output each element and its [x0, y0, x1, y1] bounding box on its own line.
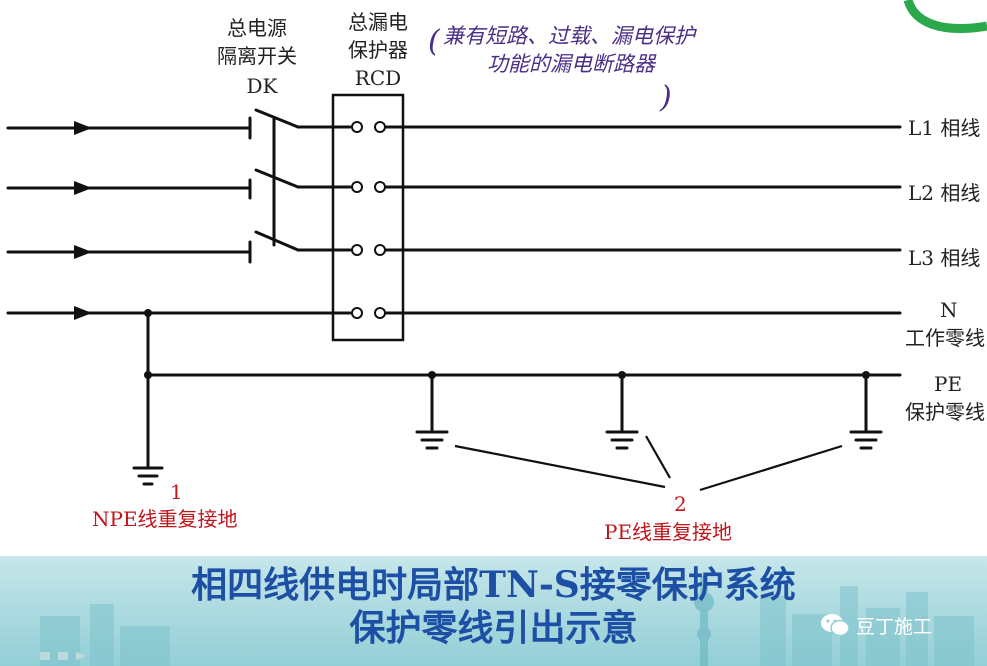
npe-ground-label: NPE线重复接地	[92, 507, 238, 531]
label-n-desc: 工作零线	[905, 326, 985, 350]
junction-pe-3	[862, 371, 870, 379]
label-pe-desc: 保护零线	[905, 400, 985, 424]
npe-number: 1	[170, 480, 183, 504]
menu-icon	[58, 652, 68, 660]
rcd-contact-l3-out	[374, 244, 386, 256]
rcd-box	[331, 93, 405, 342]
banner-title-line2: 保护零线引出示意	[349, 607, 638, 649]
leader-pe-3	[699, 444, 843, 492]
ground-symbol-pe-1	[415, 430, 449, 450]
slide-toolbar[interactable]	[0, 646, 100, 666]
dk-label-line1: 总电源	[227, 16, 287, 40]
wechat-icon	[821, 614, 850, 637]
note-line1: 兼有短路、过载、漏电保护	[443, 24, 695, 48]
skyline-background	[40, 576, 974, 666]
leader-pe-2	[645, 435, 671, 479]
junction-pe-1	[428, 371, 436, 379]
note-open-paren: (	[428, 24, 440, 59]
brand-watermark: 豆丁施工	[820, 610, 932, 640]
junction-npe-n	[144, 309, 152, 317]
rcd-contact-n-in	[351, 307, 363, 319]
title-banner: 相四线供电时局部TN-S接零保护系统 保护零线引出示意	[0, 556, 987, 666]
banner-title: 相四线供电时局部TN-S接零保护系统 保护零线引出示意	[0, 564, 987, 650]
rcd-contact-l1-in	[351, 121, 363, 133]
dk-label-line2: 隔离开关	[217, 44, 297, 68]
rcd-contact-n-out	[374, 307, 386, 319]
label-pe: PE	[934, 372, 963, 396]
label-l3: L3 相线	[908, 246, 981, 270]
label-l1: L1 相线	[908, 116, 981, 140]
arrow-right-icon	[76, 652, 86, 660]
note-close-paren: )	[660, 80, 672, 115]
rcd-contact-l2-in	[351, 181, 363, 193]
brand-name: 豆丁施工	[856, 615, 933, 638]
arrow-n	[74, 306, 92, 320]
label-n: N	[940, 298, 958, 322]
dk-blade-l2	[254, 168, 300, 189]
rcd-label-line1: 总漏电	[348, 10, 408, 34]
pe-number: 2	[674, 492, 687, 516]
note-line2: 功能的漏电断路器	[487, 52, 655, 76]
pe-ground-label: PE线重复接地	[604, 520, 733, 544]
dk-blade-l3	[254, 230, 300, 252]
dk-label-line3: DK	[246, 74, 278, 98]
junction-npe-pe	[144, 371, 152, 379]
junction-pe-2	[618, 371, 626, 379]
arrow-l2	[74, 181, 92, 195]
label-l2: L2 相线	[908, 181, 981, 205]
arrow-l1	[74, 121, 92, 135]
tn-s-wiring-diagram	[6, 93, 902, 492]
ground-symbol-pe-2	[605, 430, 639, 450]
dk-blade-l1	[254, 108, 300, 129]
rcd-label-line3: RCD	[354, 66, 402, 90]
arrow-l3	[74, 245, 92, 259]
rcd-contact-l1-out	[374, 121, 386, 133]
rcd-contact-l2-out	[374, 181, 386, 193]
ground-symbol-pe-3	[849, 430, 883, 450]
leader-pe-1	[454, 444, 666, 489]
banner-title-line1: 相四线供电时局部TN-S接零保护系统	[191, 564, 796, 606]
rcd-label-line2: 保护器	[348, 38, 408, 62]
ground-symbol-npe	[132, 466, 164, 486]
pen-icon	[40, 652, 50, 660]
rcd-contact-l3-in	[351, 244, 363, 256]
corner-ring-decoration	[903, 0, 987, 33]
